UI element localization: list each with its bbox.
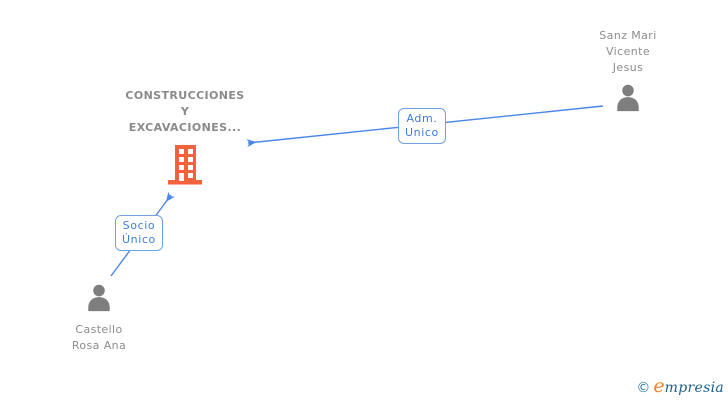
- person-icon: [49, 284, 149, 316]
- company-node[interactable]: CONSTRUCCIONES Y EXCAVACIONES...: [105, 88, 265, 190]
- person-name: Sanz Mari Vicente Jesus: [599, 29, 657, 74]
- relation-label-socio-unico: Socio Único: [115, 215, 163, 251]
- building-icon: [105, 144, 265, 190]
- relation-label-adm-unico: Adm. Unico: [398, 108, 446, 144]
- company-name: CONSTRUCCIONES Y EXCAVACIONES...: [125, 89, 245, 134]
- brand-rest: mpresia: [664, 380, 724, 396]
- brand-wordmark: empresia: [653, 375, 724, 397]
- brand-initial: e: [653, 375, 665, 397]
- copyright-icon: ©: [636, 380, 651, 396]
- person-node-sanz-mari-vicente-jesus[interactable]: Sanz Mari Vicente Jesus: [578, 28, 678, 116]
- person-name: Castello Rosa Ana: [71, 323, 127, 352]
- empresia-logo[interactable]: © empresia: [636, 375, 724, 397]
- person-node-castello-rosa-ana[interactable]: Castello Rosa Ana: [49, 284, 149, 354]
- person-icon: [578, 84, 678, 116]
